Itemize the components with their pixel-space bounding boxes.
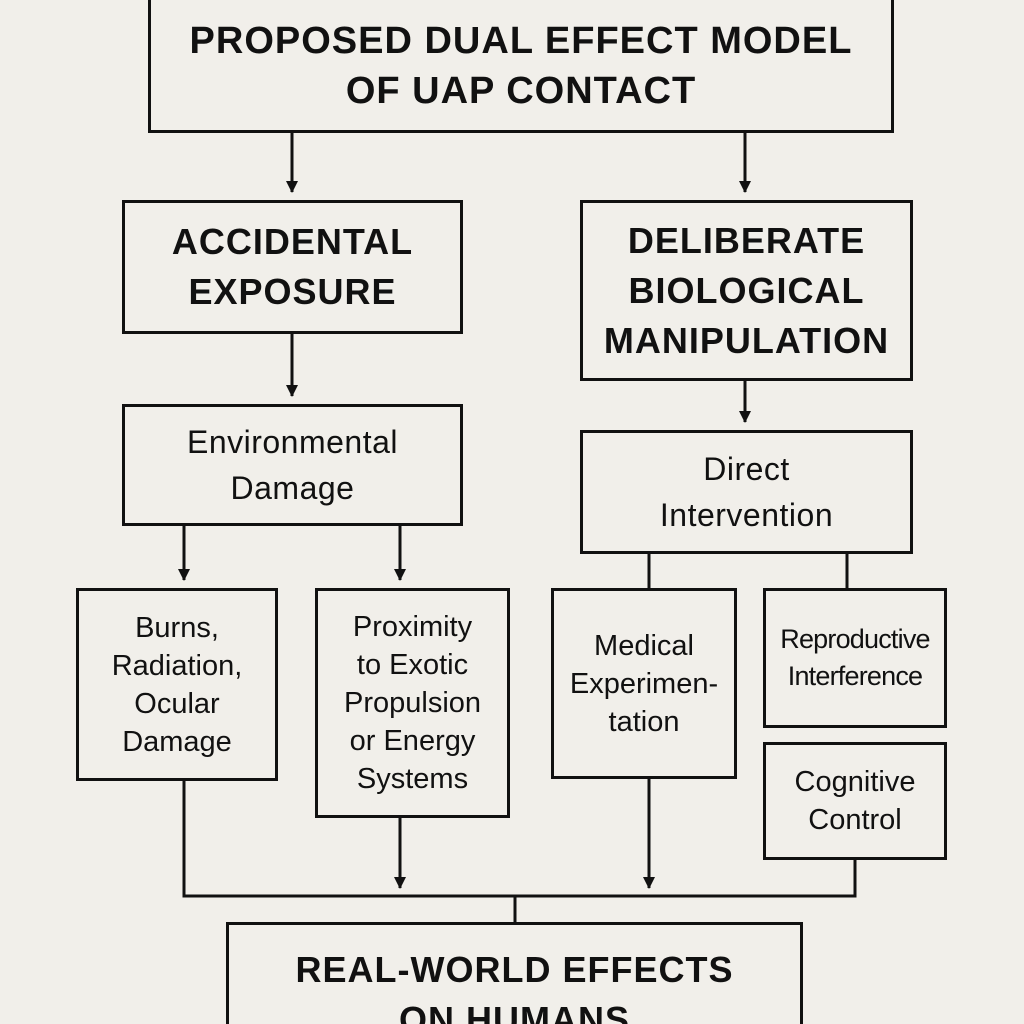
burns-radiation-line-1: Burns, — [135, 611, 219, 644]
deliberate-manipulation-line-1: DELIBERATE — [627, 219, 866, 261]
cognitive-control-line-1: Cognitive — [794, 766, 916, 798]
real-world-effects-line-1: REAL-WORLD EFFECTS — [295, 949, 734, 990]
reproductive-interference-box: Reproductive Interference — [763, 588, 947, 728]
connector-cognitive-to-bus — [515, 859, 857, 898]
direct-intervention-line-1: Direct — [703, 451, 790, 487]
environmental-damage-box: Environmental Damage — [122, 404, 463, 526]
direct-intervention-line-2: Intervention — [659, 497, 834, 533]
burns-radiation-line-4: Damage — [122, 725, 232, 758]
environmental-damage-line-1: Environmental — [186, 424, 399, 460]
medical-experimentation-line-2: Experimen- — [569, 667, 719, 700]
diagram-title-box: PROPOSED DUAL EFFECT MODEL OF UAP CONTAC… — [148, 0, 894, 133]
cognitive-control-line-2: Control — [808, 804, 902, 836]
real-world-effects-box: REAL-WORLD EFFECTS ON HUMANS — [226, 922, 803, 1024]
accidental-exposure-line-2: EXPOSURE — [188, 271, 397, 312]
burns-radiation-line-3: Ocular — [134, 687, 220, 720]
exotic-propulsion-line-3: Propulsion — [343, 687, 482, 719]
burns-radiation-box: Burns, Radiation, Ocular Damage — [76, 588, 278, 781]
medical-experimentation-line-3: tation — [608, 705, 680, 738]
exotic-propulsion-line-4: or Energy — [349, 725, 476, 757]
connector-burns-to-bus — [182, 780, 515, 898]
exotic-propulsion-line-1: Proximity — [352, 611, 473, 643]
environmental-damage-line-2: Damage — [230, 470, 355, 506]
medical-experimentation-line-1: Medical — [594, 629, 694, 662]
diagram-title-line-1: PROPOSED DUAL EFFECT MODEL — [189, 19, 853, 62]
reproductive-interference-line-2: Interference — [787, 661, 923, 691]
reproductive-interference-line-1: Reproductive — [780, 624, 930, 654]
burns-radiation-line-2: Radiation, — [111, 649, 243, 682]
deliberate-manipulation-line-2: BIOLOGICAL — [628, 269, 865, 311]
medical-experimentation-box: Medical Experimen- tation — [551, 588, 737, 779]
real-world-effects-line-2: ON HUMANS — [399, 999, 630, 1024]
deliberate-manipulation-box: DELIBERATE BIOLOGICAL MANIPULATION — [580, 200, 913, 381]
cognitive-control-box: Cognitive Control — [763, 742, 947, 860]
accidental-exposure-line-1: ACCIDENTAL — [171, 221, 414, 262]
diagram-title-line-2: OF UAP CONTACT — [345, 69, 697, 112]
exotic-propulsion-line-2: to Exotic — [356, 649, 469, 681]
exotic-propulsion-box: Proximity to Exotic Propulsion or Energy… — [315, 588, 510, 818]
accidental-exposure-box: ACCIDENTAL EXPOSURE — [122, 200, 463, 334]
exotic-propulsion-line-5: Systems — [356, 763, 469, 795]
deliberate-manipulation-line-3: MANIPULATION — [603, 319, 890, 361]
direct-intervention-box: Direct Intervention — [580, 430, 913, 554]
